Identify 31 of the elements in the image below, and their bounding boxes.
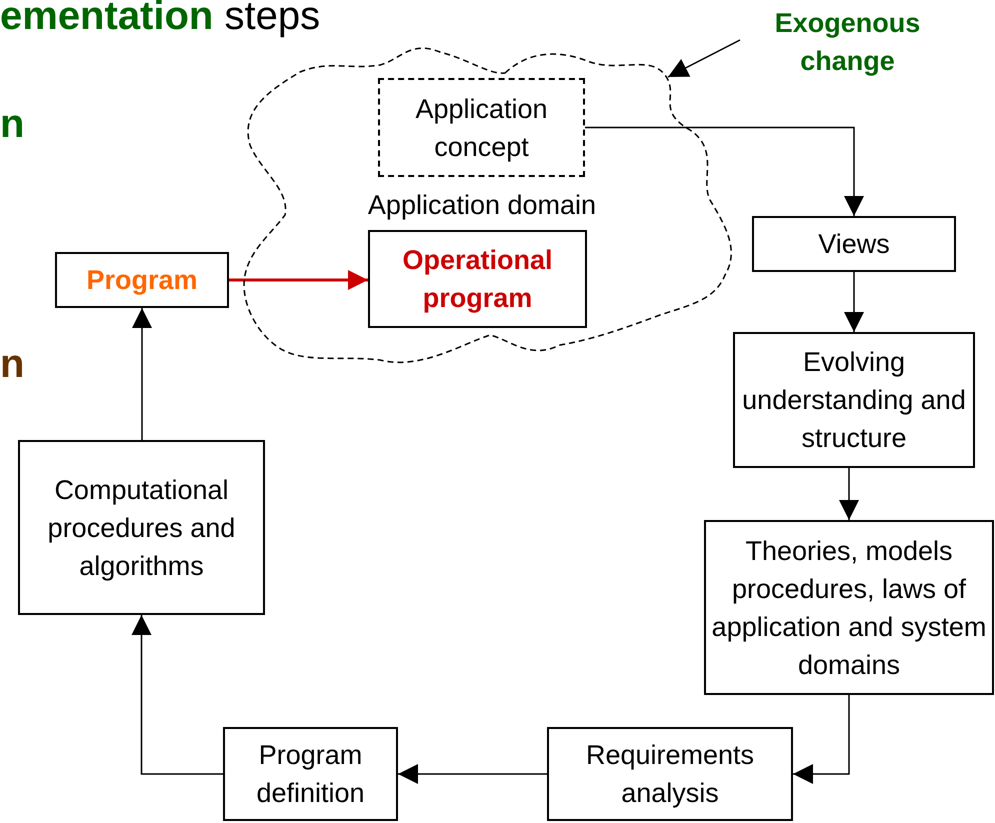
node-text: Program [86, 264, 198, 297]
slide-text-fragment: n [0, 101, 24, 148]
node-text: Computational procedures and algorithms [46, 474, 236, 583]
arrow [668, 39, 740, 78]
process-box [733, 332, 975, 468]
arrow [132, 308, 152, 440]
node-text: Program definition [255, 739, 366, 810]
process-box [18, 440, 265, 615]
process-box [752, 216, 956, 272]
slide-text-fragment: n [0, 341, 24, 388]
node-text: Requirements analysis [584, 739, 756, 810]
arrow [132, 615, 223, 775]
arrow [585, 126, 864, 216]
node-text: Operational program [401, 244, 554, 315]
process-box [368, 230, 587, 328]
arrow [839, 468, 859, 520]
process-box [378, 78, 585, 177]
process-box [223, 727, 398, 821]
arrow [398, 764, 547, 784]
node-text: Views [818, 228, 890, 261]
process-box [547, 727, 793, 821]
arrow [793, 695, 850, 784]
process-box [704, 520, 994, 695]
region-label: Application domain [368, 189, 596, 222]
arrow [844, 272, 864, 332]
slide-text-fragment: ementation steps [0, 0, 320, 40]
process-box [55, 252, 229, 308]
node-text: Evolving understanding and structure [741, 346, 967, 455]
annotation-text: Exogenous change [755, 2, 940, 82]
node-text: Theories, models procedures, laws of application and system domains [710, 534, 988, 682]
node-text: Application concept [414, 92, 549, 164]
